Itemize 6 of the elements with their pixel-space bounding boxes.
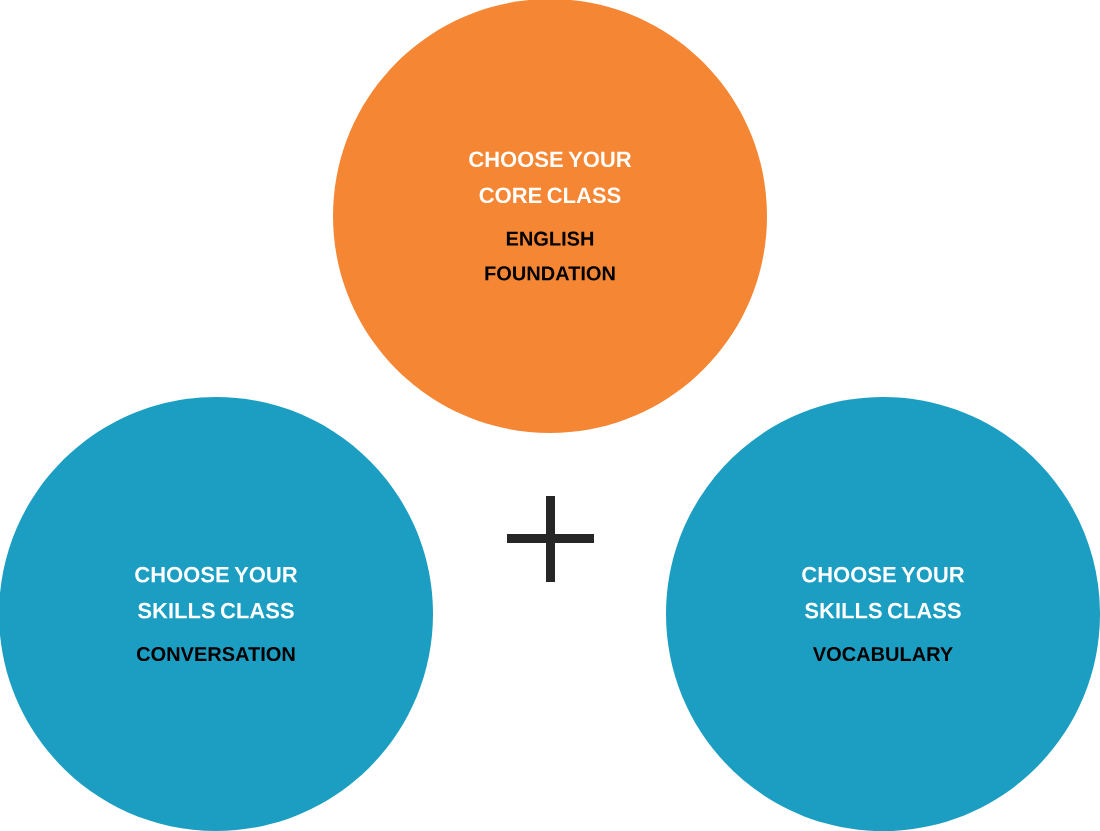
heading: CHOOSE YOUR SKILLS CLASS xyxy=(802,566,965,619)
heading: CHOOSE YOUR CORE CLASS xyxy=(469,151,632,204)
course-name: VOCABULARY xyxy=(812,646,953,662)
heading: CHOOSE YOUR SKILLS CLASS xyxy=(135,566,298,619)
course-name: CONVERSATION xyxy=(137,646,295,662)
course-name: ENGLISH FOUNDATION xyxy=(485,231,615,281)
